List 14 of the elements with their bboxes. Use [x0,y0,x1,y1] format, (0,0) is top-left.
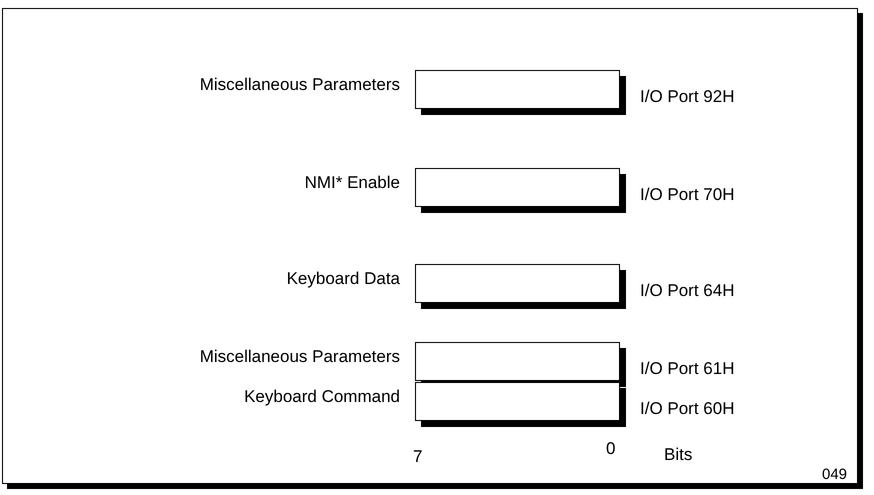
port-address: I/O Port 61H [640,358,734,380]
figure-number: 049 [822,465,848,485]
port-address: I/O Port 70H [640,184,734,206]
register-name: Miscellaneous Parameters [200,74,400,96]
register-name: NMI* Enable [304,172,400,194]
register-name: Keyboard Data [286,268,400,290]
port-address: I/O Port 64H [640,280,734,302]
register-name: Keyboard Command [244,386,400,408]
port-address: I/O Port 60H [640,398,734,420]
port-address: I/O Port 92H [640,86,734,108]
bit-label: 7 [413,446,422,468]
bit-label: Bits [664,444,692,466]
register-name: Miscellaneous Parameters [200,346,400,368]
bit-label: 0 [606,438,616,460]
